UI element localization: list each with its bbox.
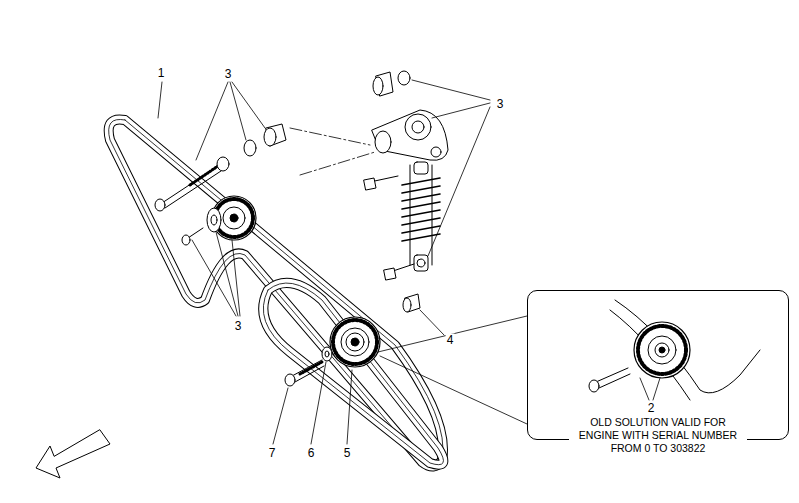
callout-number: 1 <box>157 67 166 80</box>
callout-number: 5 <box>343 447 352 460</box>
note-text: OLD SOLUTION VALID FOR ENGINE WITH SERIA… <box>569 416 747 455</box>
callout-number: 2 <box>647 402 656 415</box>
inset-box: OLD SOLUTION VALID FOR ENGINE WITH SERIA… <box>527 290 789 440</box>
callout-number: 3 <box>234 320 243 333</box>
callout-number: 3 <box>224 68 233 81</box>
callout-number: 4 <box>446 334 455 347</box>
callout-number: 6 <box>307 447 316 460</box>
callout-number: 7 <box>268 447 277 460</box>
callout-number: 3 <box>496 98 505 111</box>
